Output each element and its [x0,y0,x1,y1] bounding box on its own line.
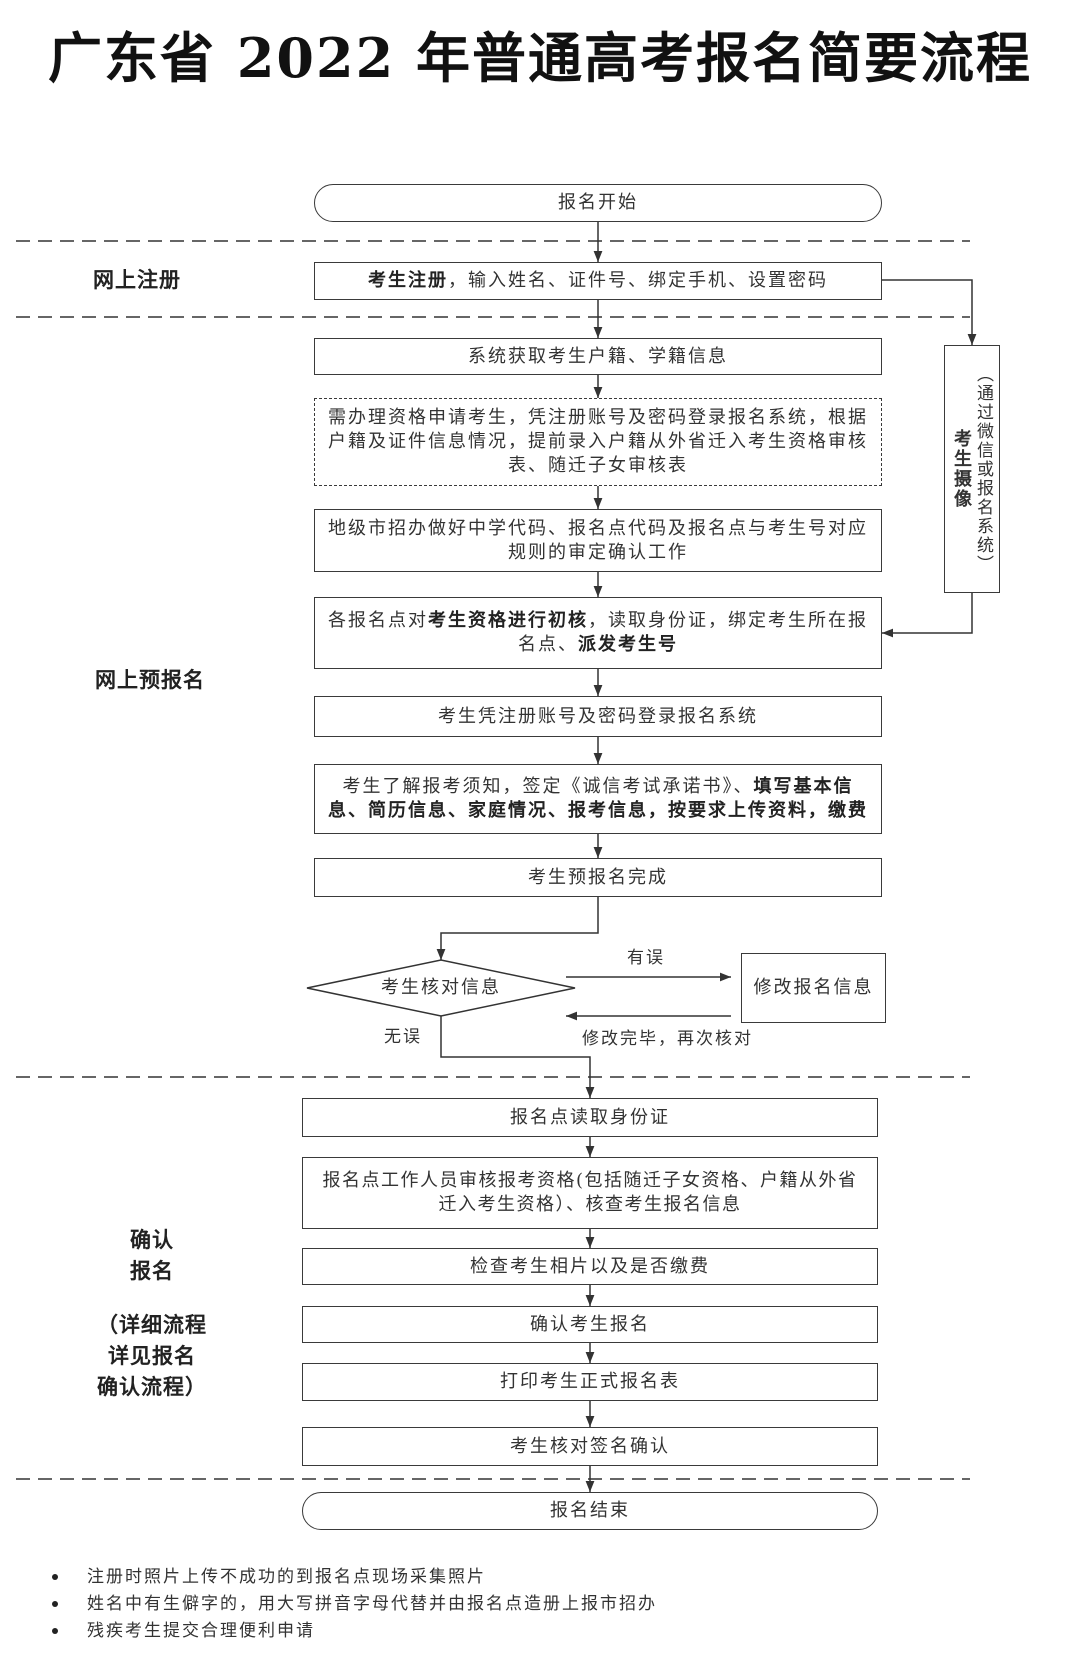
step-register-rest: ，输入姓名、证件号、绑定手机、设置密码 [448,270,828,291]
step-modify-info: 修改报名信息 [741,953,886,1023]
step-fill-info: 考生了解报考须知，签定《诚信考试承诺书》、填写基本信息、简历信息、家庭情况、报考… [314,764,882,834]
section-label-online-registration: 网上注册 [93,267,181,292]
step-initial-check-text: 各报名点对考生资格进行初核，读取身份证，绑定考生所在报名点、派发考生号 [325,609,871,657]
arrow-register-to-photo [882,279,977,345]
arrow-done-to-verify [436,897,599,960]
step-check-photo-fee: 检查考生相片以及是否缴费 [302,1248,878,1285]
step-qualification-apply: 需办理资格申请考生，凭注册账号及密码登录报名系统，根据户籍及证件信息情况，提前录… [314,398,882,486]
step-pre-registration-done-text: 考生预报名完成 [528,866,668,888]
list-item: 姓名中有生僻字的，用大写拼音字母代替并由报名点造册上报市招办 [0,1591,1080,1618]
decision-diamond [306,959,576,1017]
branch-label-recheck: 修改完毕，再次核对 [582,1029,753,1049]
step-register-bold: 考生注册 [368,270,448,291]
step-end-text: 报名结束 [550,1500,630,1521]
step-sign-confirm: 考生核对签名确认 [302,1427,878,1466]
section-note-line: 详见报名 [108,1343,196,1368]
step-photo-capture-channel: （通过微信或报名系统） [973,364,993,574]
step-check-photo-fee-text: 检查考生相片以及是否缴费 [470,1255,710,1277]
step-initial-check-part: ，读取身份证，绑定考生所在报名点、 [518,610,868,655]
list-item: 残疾考生提交合理便利申请 [0,1618,1080,1645]
section-note-line: （详细流程 [97,1312,207,1337]
step-fetch-records-text: 系统获取考生户籍、学籍信息 [468,345,728,367]
branch-label-no-error: 无误 [384,1027,422,1047]
arrow-photo-to-check [882,593,973,638]
step-modify-info-text: 修改报名信息 [753,977,874,998]
step-initial-check-bold: 派发考生号 [578,634,678,655]
note-text: 注册时照片上传不成功的到报名点现场采集照片 [87,1567,486,1587]
step-photo-capture: （通过微信或报名系统） 考生摄像 [944,345,1000,593]
section-label-confirm-registration: 确认 报名 [72,1224,232,1286]
step-read-id-text: 报名点读取身份证 [510,1106,670,1128]
page-title: 广东省 2022 年普通高考报名简要流程 [48,26,1032,90]
step-photo-capture-title: 考生摄像 [951,429,972,509]
branch-label-error: 有误 [627,948,665,968]
step-register: 考生注册，输入姓名、证件号、绑定手机、设置密码 [314,262,882,300]
step-fill-info-bold: 填写基本信息、简历信息、家庭情况、报考信息，按要求上传资料，缴费 [328,776,868,821]
step-login: 考生凭注册账号及密码登录报名系统 [314,696,882,737]
step-end: 报名结束 [302,1492,878,1530]
step-start-text: 报名开始 [558,192,638,213]
step-initial-check: 各报名点对考生资格进行初核，读取身份证，绑定考生所在报名点、派发考生号 [314,597,882,669]
section-label-line: 确认 [130,1227,174,1252]
step-login-text: 考生凭注册账号及密码登录报名系统 [438,705,758,727]
step-print-form: 打印考生正式报名表 [302,1363,878,1401]
step-print-form-text: 打印考生正式报名表 [500,1371,680,1392]
section-note-confirm-detail: （详细流程 详见报名 确认流程） [72,1309,232,1402]
step-initial-check-bold: 考生资格进行初核 [428,610,588,631]
step-pre-registration-done: 考生预报名完成 [314,858,882,897]
step-read-id: 报名点读取身份证 [302,1098,878,1137]
notes-list: 注册时照片上传不成功的到报名点现场采集照片 姓名中有生僻字的，用大写拼音字母代替… [0,1564,1080,1645]
bullet-icon [52,1628,58,1634]
section-note-line: 确认流程） [97,1374,207,1399]
step-qualification-apply-text: 需办理资格申请考生，凭注册账号及密码登录报名系统，根据户籍及证件信息情况，提前录… [328,407,868,476]
section-label-line: 报名 [130,1258,174,1283]
arrow-verified-to-read-id [440,1016,595,1098]
list-item: 注册时照片上传不成功的到报名点现场采集照片 [0,1564,1080,1591]
step-review-qualification-text: 报名点工作人员审核报考资格(包括随迁子女资格、户籍从外省迁入考生资格）、核查考生… [322,1170,858,1215]
step-confirm: 确认考生报名 [302,1306,878,1343]
step-confirm-text: 确认考生报名 [530,1313,650,1335]
note-text: 姓名中有生僻字的，用大写拼音字母代替并由报名点造册上报市招办 [87,1594,657,1614]
step-sign-confirm-text: 考生核对签名确认 [510,1435,670,1457]
step-review-qualification: 报名点工作人员审核报考资格(包括随迁子女资格、户籍从外省迁入考生资格）、核查考生… [302,1157,878,1229]
step-code-rules-text: 地级市招办做好中学代码、报名点代码及报名点与考生号对应规则的审定确认工作 [328,517,868,563]
step-register-text: 考生注册，输入姓名、证件号、绑定手机、设置密码 [325,269,871,293]
step-fill-info-part: 考生了解报考须知，签定《诚信考试承诺书》、 [342,776,754,797]
step-fill-info-text: 考生了解报考须知，签定《诚信考试承诺书》、填写基本信息、简历信息、家庭情况、报考… [325,775,871,823]
section-label-online-pre-registration: 网上预报名 [95,667,205,692]
bullet-icon [52,1601,58,1607]
decision-verify-info-text: 考生核对信息 [381,977,501,998]
step-start: 报名开始 [314,184,882,222]
step-initial-check-part: 各报名点对 [328,610,428,631]
step-code-rules: 地级市招办做好中学代码、报名点代码及报名点与考生号对应规则的审定确认工作 [314,509,882,572]
bullet-icon [52,1574,58,1580]
note-text: 残疾考生提交合理便利申请 [87,1621,315,1641]
step-fetch-records: 系统获取考生户籍、学籍信息 [314,338,882,375]
